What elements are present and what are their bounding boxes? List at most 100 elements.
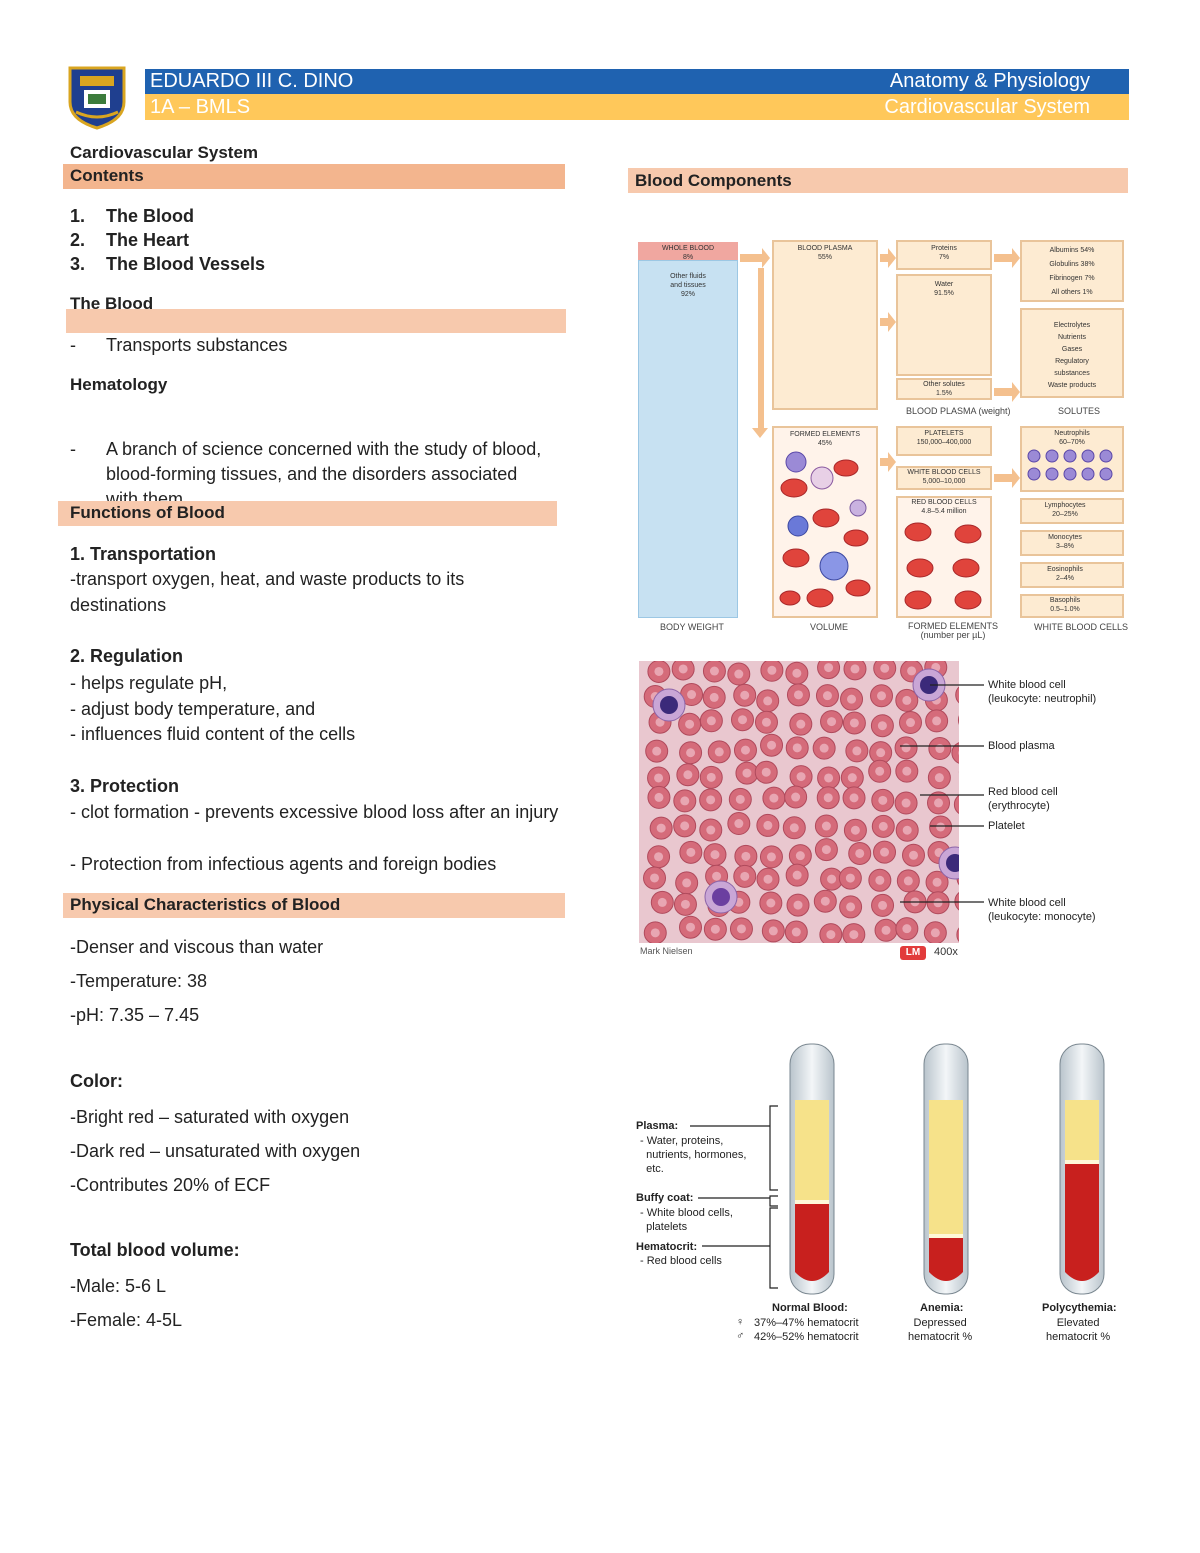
red-blood-cell-center [906,718,916,728]
red-blood-cell-center [936,822,946,832]
red-blood-cell-center [821,845,831,855]
normal-blood-title: Normal Blood: [772,1302,848,1314]
anemia-title: Anemia: [920,1302,964,1314]
contents-item[interactable]: 1.The Blood [70,206,194,226]
eosinophils-box [1020,562,1124,588]
water-label: Water 91.5% [934,281,954,297]
lm-badge: LM [900,946,926,960]
color-heading: Color: [70,1071,123,1091]
red-blood-cell-center [875,875,885,885]
red-blood-cell-center [822,691,832,701]
class-section: 1A – BMLS [150,96,251,118]
whole-blood-label: WHOLE BLOOD 8% [661,245,715,261]
red-blood-cell [956,927,959,943]
micrograph-credit: Mark Nielsen [640,946,693,956]
subject-title: Anatomy & Physiology [889,70,1090,92]
red-blood-cell-center [709,692,719,702]
red-blood-cell-center [902,766,912,776]
red-blood-cell-center [761,717,771,727]
red-blood-cell-center [740,871,750,881]
red-blood-cell-center [880,847,890,857]
smear-label-rbc: Red blood cell (erythrocyte) [988,786,1058,812]
contents-item[interactable]: 2.The Heart [70,230,190,250]
red-blood-cell-center [680,821,690,831]
polycythemia-title: Polycythemia: [1042,1302,1117,1314]
red-blood-cell-center [710,850,720,860]
components-heading: Blood Components [635,171,792,190]
red-blood-cell-center [763,820,773,830]
basophils-label: Basophils 0.5–1.0% [1049,597,1081,613]
red-blood-cell-center [826,930,836,940]
red-blood-cell-center [740,745,750,755]
red-blood-cell-center [875,766,885,776]
protection-line: - Protection from infectious agents and … [70,854,497,874]
red-blood-cell-center [907,666,917,676]
red-blood-cell-center [845,873,855,883]
red-blood-cell-center [849,930,859,940]
whole-blood-bar [638,242,738,260]
contents-heading: Contents [70,166,144,185]
regulation-line: - adjust body temperature, and [70,699,316,719]
author-name: EDUARDO III C. DINO [150,70,354,92]
white-blood-cell-nucleus [920,676,938,694]
proteins-box [896,240,992,270]
body-weight-caption: BODY WEIGHT [660,622,724,632]
normal-tube [789,1043,835,1295]
red-blood-cell-center [909,850,919,860]
neutrophils-illustration [1027,449,1113,481]
red-blood-cell-center [766,898,776,908]
hematology-heading: Hematology [70,375,168,394]
red-blood-cell-center [686,748,696,758]
hematocrit-description: - Red blood cells [640,1255,722,1267]
red-blood-cell-center [734,669,744,679]
color-line: -Contributes 20% of ECF [70,1175,271,1195]
red-blood-cell-center [934,773,944,783]
red-blood-cell-center [852,746,862,756]
eosinophils-label: Eosinophils 2–4% [1047,566,1083,582]
red-blood-cell-center [881,925,891,935]
red-blood-cell-center [685,719,695,729]
plasma-label: BLOOD PLASMA 55% [797,245,853,261]
red-blood-cell-center [850,664,860,674]
red-blood-cell-center [706,772,716,782]
red-blood-cell [957,715,959,725]
albumins-label: Albumins 54% [1049,247,1095,254]
red-blood-cell-center [902,825,912,835]
white-blood-cell-nucleus [946,854,959,872]
normal-female-range: 37%–47% hematocrit [754,1317,859,1329]
wbc-box [896,466,992,490]
buffy-coat-title: Buffy coat: [636,1192,694,1204]
header-name-bar [145,69,1129,94]
platelets-label: PLATELETS 150,000–400,000 [916,430,972,446]
basophils-box [1020,594,1124,618]
anemia-description: Depressed hematocrit % [908,1317,973,1343]
red-blood-cell-center [791,792,801,802]
red-blood-cell-center [686,922,696,932]
red-blood-cell-center [820,896,830,906]
red-blood-cell-center [652,746,662,756]
red-blood-cell-center [766,852,776,862]
hematocrit-title: Hematocrit: [636,1241,698,1253]
red-blood-cell-center [824,663,834,673]
red-blood-cell-center [792,743,802,753]
fibrinogen-label: Fibrinogen 7% [1049,275,1095,282]
red-blood-cell-center [821,821,831,831]
transport-heading: 1. Transportation [70,544,217,564]
red-blood-cell-center [687,690,697,700]
other-fluids-label: Other fluids and tissues 92% [670,273,706,298]
monocytes-label: Monocytes 3–8% [1048,534,1082,550]
red-blood-cell-center [706,825,716,835]
formed-elements-caption: FORMED ELEMENTS (number per µL) [908,621,999,640]
red-blood-cell-center [680,796,690,806]
blood-heading: The Blood [70,294,154,313]
red-blood-cell-center [796,719,806,729]
physical-line: -Temperature: 38 [70,971,208,991]
contents-item[interactable]: 3.The Blood Vessels [70,254,266,274]
red-blood-cell-center [654,666,664,676]
red-blood-cell-center [650,928,660,938]
red-blood-cell-center [792,870,802,880]
lymphocytes-label: Lymphocytes 20–25% [1044,502,1086,518]
topic-title: Cardiovascular System [884,96,1090,118]
globulins-label: Globulins 38% [1049,261,1095,268]
color-line: -Dark red – unsaturated with oxygen [70,1141,361,1161]
